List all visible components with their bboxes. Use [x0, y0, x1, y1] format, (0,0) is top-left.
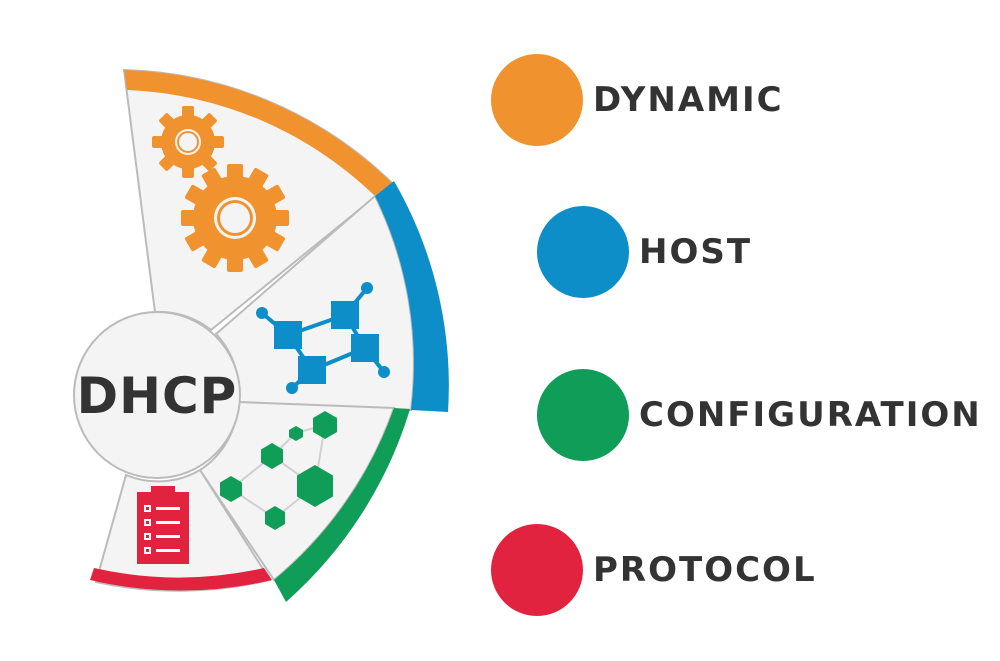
legend-dot-host	[537, 206, 629, 298]
segment-dynamic	[122, 68, 394, 332]
legend-label-dynamic: DYNAMIC	[593, 80, 784, 120]
center-circle	[73, 311, 241, 479]
legend-item-configuration: CONFIGURATION	[537, 369, 982, 461]
segment-dynamic-band	[124, 70, 392, 196]
hexagon-cluster-icon	[220, 411, 337, 530]
center-hub: DHCP	[73, 311, 241, 479]
segment-configuration-band	[274, 408, 410, 602]
gears-icon	[152, 106, 289, 272]
legend-dot-dynamic	[491, 54, 583, 146]
segmented-wheel: DHCP	[73, 68, 449, 602]
network-nodes-icon	[256, 282, 390, 394]
legend-label-configuration: CONFIGURATION	[639, 395, 982, 435]
segment-host	[214, 181, 449, 412]
segment-protocol	[90, 468, 272, 592]
legend-item-dynamic: DYNAMIC	[491, 54, 784, 146]
legend-dot-protocol	[491, 524, 583, 616]
legend-item-protocol: PROTOCOL	[491, 524, 817, 616]
segment-host-band	[375, 181, 449, 412]
segment-configuration	[198, 400, 410, 602]
center-label: DHCP	[77, 367, 238, 425]
legend-label-host: HOST	[639, 232, 753, 272]
legend-label-protocol: PROTOCOL	[593, 550, 817, 590]
clipboard-checklist-icon	[137, 486, 189, 564]
legend-dot-configuration	[537, 369, 629, 461]
legend-item-host: HOST	[537, 206, 752, 298]
segment-protocol-band	[90, 568, 272, 591]
